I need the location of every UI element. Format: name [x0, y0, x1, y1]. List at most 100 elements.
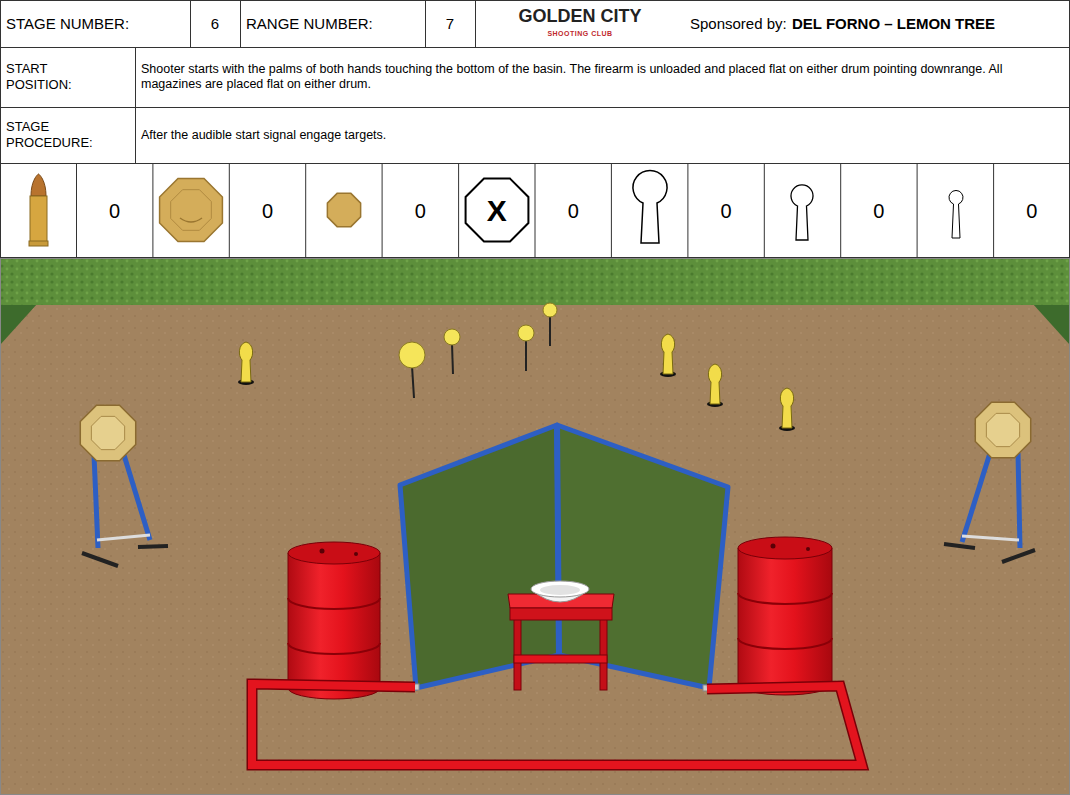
drum-bung: [806, 547, 810, 551]
plate-target: [543, 303, 557, 317]
large-steel-icon: [160, 179, 223, 242]
stage-procedure-text: After the audible start signal engage ta…: [141, 107, 1065, 163]
table-shelf: [514, 655, 607, 663]
drum-bung: [771, 544, 776, 549]
fault-line: [252, 684, 862, 765]
table-rule: [687, 163, 688, 258]
popper-target: [661, 334, 674, 374]
field-label: RANGE NUMBER:: [246, 0, 423, 47]
drum-top: [738, 537, 832, 559]
table-rule: [917, 163, 918, 258]
steel-face-mark: [986, 413, 1019, 446]
large-popper-icon: [633, 171, 667, 243]
table-rule: [535, 163, 536, 258]
stand-base: [944, 544, 975, 548]
table-rule: [190, 0, 191, 47]
header-table: [0, 0, 1070, 258]
sponsor-label: Sponsored by:: [690, 0, 787, 47]
target-count: 0: [841, 163, 917, 258]
drum-ring: [288, 598, 380, 609]
table-rule: [611, 163, 612, 258]
stand-base: [1002, 550, 1035, 562]
cartridge-rim-icon: [29, 241, 48, 246]
table-rule: [475, 0, 476, 47]
plate-target: [518, 325, 534, 341]
steel-target: [975, 402, 1030, 457]
target-count: 0: [229, 163, 305, 258]
table-rule: [305, 163, 306, 258]
stand-leg: [124, 455, 150, 540]
stand-leg: [94, 455, 98, 548]
drum-top: [288, 542, 380, 564]
club-logo: GOLDEN CITY: [480, 5, 680, 29]
table-rule: [993, 163, 994, 258]
field-label: STAGE PROCEDURE:: [6, 107, 106, 163]
stand-leg: [1018, 453, 1020, 548]
club-subtitle: SHOOTING CLUB: [480, 29, 680, 40]
stand-base: [82, 553, 118, 566]
scene-border: [1, 259, 1070, 795]
table-rule: [152, 163, 153, 258]
wall-post: [557, 425, 559, 658]
table-rule: [840, 163, 841, 258]
no-shoot-mark: X: [459, 163, 535, 258]
ground: [0, 258, 1070, 795]
table-leg: [600, 612, 607, 690]
cartridge-case-icon: [30, 196, 47, 244]
target-count: 0: [688, 163, 764, 258]
drum-bung: [354, 552, 358, 556]
bullet-icon: [31, 174, 46, 196]
stage-number: 6: [190, 0, 240, 47]
sponsor-name: DEL FORNO – LEMON TREE: [792, 0, 995, 47]
table-rule: [0, 107, 1070, 108]
range-number: 7: [425, 0, 475, 47]
plate-pole: [412, 366, 414, 398]
plate-pole: [549, 316, 551, 346]
basin-rim: [531, 581, 589, 597]
table-leg: [514, 612, 521, 690]
stand-leg: [962, 453, 990, 542]
popper-target: [239, 342, 252, 382]
basin-inside: [540, 585, 580, 595]
drum-ring: [738, 638, 832, 649]
drum-ring: [288, 643, 380, 654]
wall-panel: [400, 425, 559, 688]
field-label: START POSITION:: [6, 47, 98, 107]
medium-popper-icon: [791, 185, 813, 240]
table-rule: [229, 163, 230, 258]
small-steel-icon: [327, 193, 360, 226]
target-count: 0: [535, 163, 611, 258]
target-count: 0: [994, 163, 1070, 258]
table-border: [1, 1, 1070, 258]
drum: [738, 548, 832, 695]
table-rule: [764, 163, 765, 258]
table-rule: [240, 0, 241, 47]
table-rule: [135, 47, 136, 163]
steel-face-mark: [180, 218, 202, 222]
wall-panel: [557, 425, 728, 688]
stand-base: [138, 546, 168, 547]
plate-pole: [525, 340, 527, 371]
popper-target: [780, 388, 793, 428]
steel-face-mark: [171, 190, 212, 231]
table-rule: [0, 47, 1070, 48]
table-rule: [76, 163, 77, 258]
round-count: 0: [76, 163, 152, 258]
small-popper-icon: [949, 190, 963, 238]
steel-target: [80, 405, 135, 460]
stand-bar: [962, 536, 1019, 540]
table-apron: [510, 608, 612, 620]
table-rule: [458, 163, 459, 258]
table-rule: [382, 163, 383, 258]
plate-target: [444, 329, 460, 345]
steel-face-mark: [91, 416, 124, 449]
field-label: STAGE NUMBER:: [6, 0, 188, 47]
plate-pole: [452, 344, 453, 374]
plate-target: [399, 342, 425, 368]
stand-bar: [97, 535, 150, 540]
target-count: 0: [382, 163, 458, 258]
popper-target: [708, 364, 721, 404]
drum-bung: [320, 549, 325, 554]
